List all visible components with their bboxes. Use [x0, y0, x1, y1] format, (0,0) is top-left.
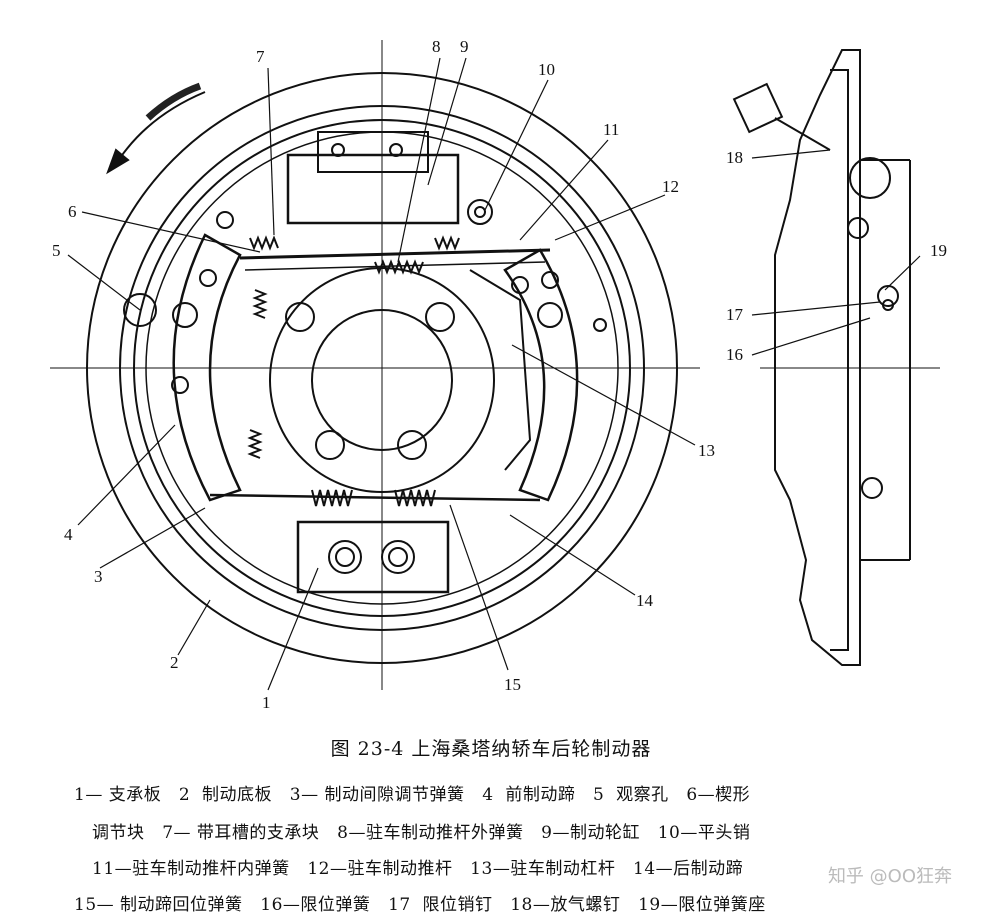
- callout-14: 14: [636, 591, 654, 610]
- callout-19: 19: [930, 241, 947, 260]
- hub-outer: [269, 267, 495, 493]
- park-brake-lever: [469, 269, 532, 471]
- callout-3: 3: [94, 567, 103, 586]
- callout-6: 6: [68, 202, 77, 221]
- support-block: [296, 520, 450, 594]
- hub-center-hole: [311, 309, 453, 451]
- callout-labels: 7 8 9 10 11 12 6 5 4 3 2 1 15 14 13 18 1…: [52, 37, 947, 712]
- callout-8: 8: [432, 37, 441, 56]
- callout-15: 15: [504, 675, 521, 694]
- legend-line-1: 1— 支承板 2 制动底板 3— 制动间隙调节弹簧 4 前制动蹄 5 观察孔 6…: [74, 785, 751, 805]
- flat-head-pin: [467, 199, 493, 225]
- callout-16: 16: [726, 345, 743, 364]
- front-view: [50, 40, 700, 690]
- callout-18: 18: [726, 148, 743, 167]
- legend-line-2: 调节块 7— 带耳槽的支承块 8—驻车制动推杆外弹簧 9—制动轮缸 10—平头销: [92, 823, 751, 843]
- rotation-arrow: [106, 82, 206, 175]
- wheel-cylinder: [286, 153, 460, 225]
- inspection-hole: [123, 293, 157, 327]
- callout-11: 11: [603, 120, 619, 139]
- bleeder-screw: [732, 82, 891, 199]
- callout-10: 10: [538, 60, 555, 79]
- rear-brake-shoe: [503, 248, 579, 502]
- upper-spring: [249, 235, 460, 251]
- leader-lines: [67, 57, 921, 691]
- callout-4: 4: [64, 525, 73, 544]
- callout-7: 7: [256, 47, 265, 66]
- callout-5: 5: [52, 241, 61, 260]
- callout-2: 2: [170, 653, 179, 672]
- legend-line-3: 11—驻车制动推杆内弹簧 12—驻车制动推杆 13—驻车制动杠杆 14—后制动蹄: [92, 859, 744, 879]
- callout-1: 1: [262, 693, 271, 712]
- side-view: [732, 49, 940, 666]
- legend-line-4: 15— 制动蹄回位弹簧 16—限位弹簧 17 限位销钉 18—放气螺钉 19—限…: [74, 895, 766, 915]
- callout-9: 9: [460, 37, 469, 56]
- callout-12: 12: [662, 177, 679, 196]
- park-brake-push-rod: [239, 248, 551, 260]
- callout-13: 13: [698, 441, 715, 460]
- brake-assembly-diagram: 7 8 9 10 11 12 6 5 4 3 2 1 15 14 13 18 1…: [50, 37, 947, 712]
- return-spring-bottom: [311, 489, 436, 507]
- watermark: 知乎 @OO狂奔: [827, 866, 952, 887]
- callout-17: 17: [726, 305, 744, 324]
- figure-caption: 图 23-4 上海桑塔纳轿车后轮制动器: [330, 738, 652, 760]
- side-profile: [774, 49, 861, 666]
